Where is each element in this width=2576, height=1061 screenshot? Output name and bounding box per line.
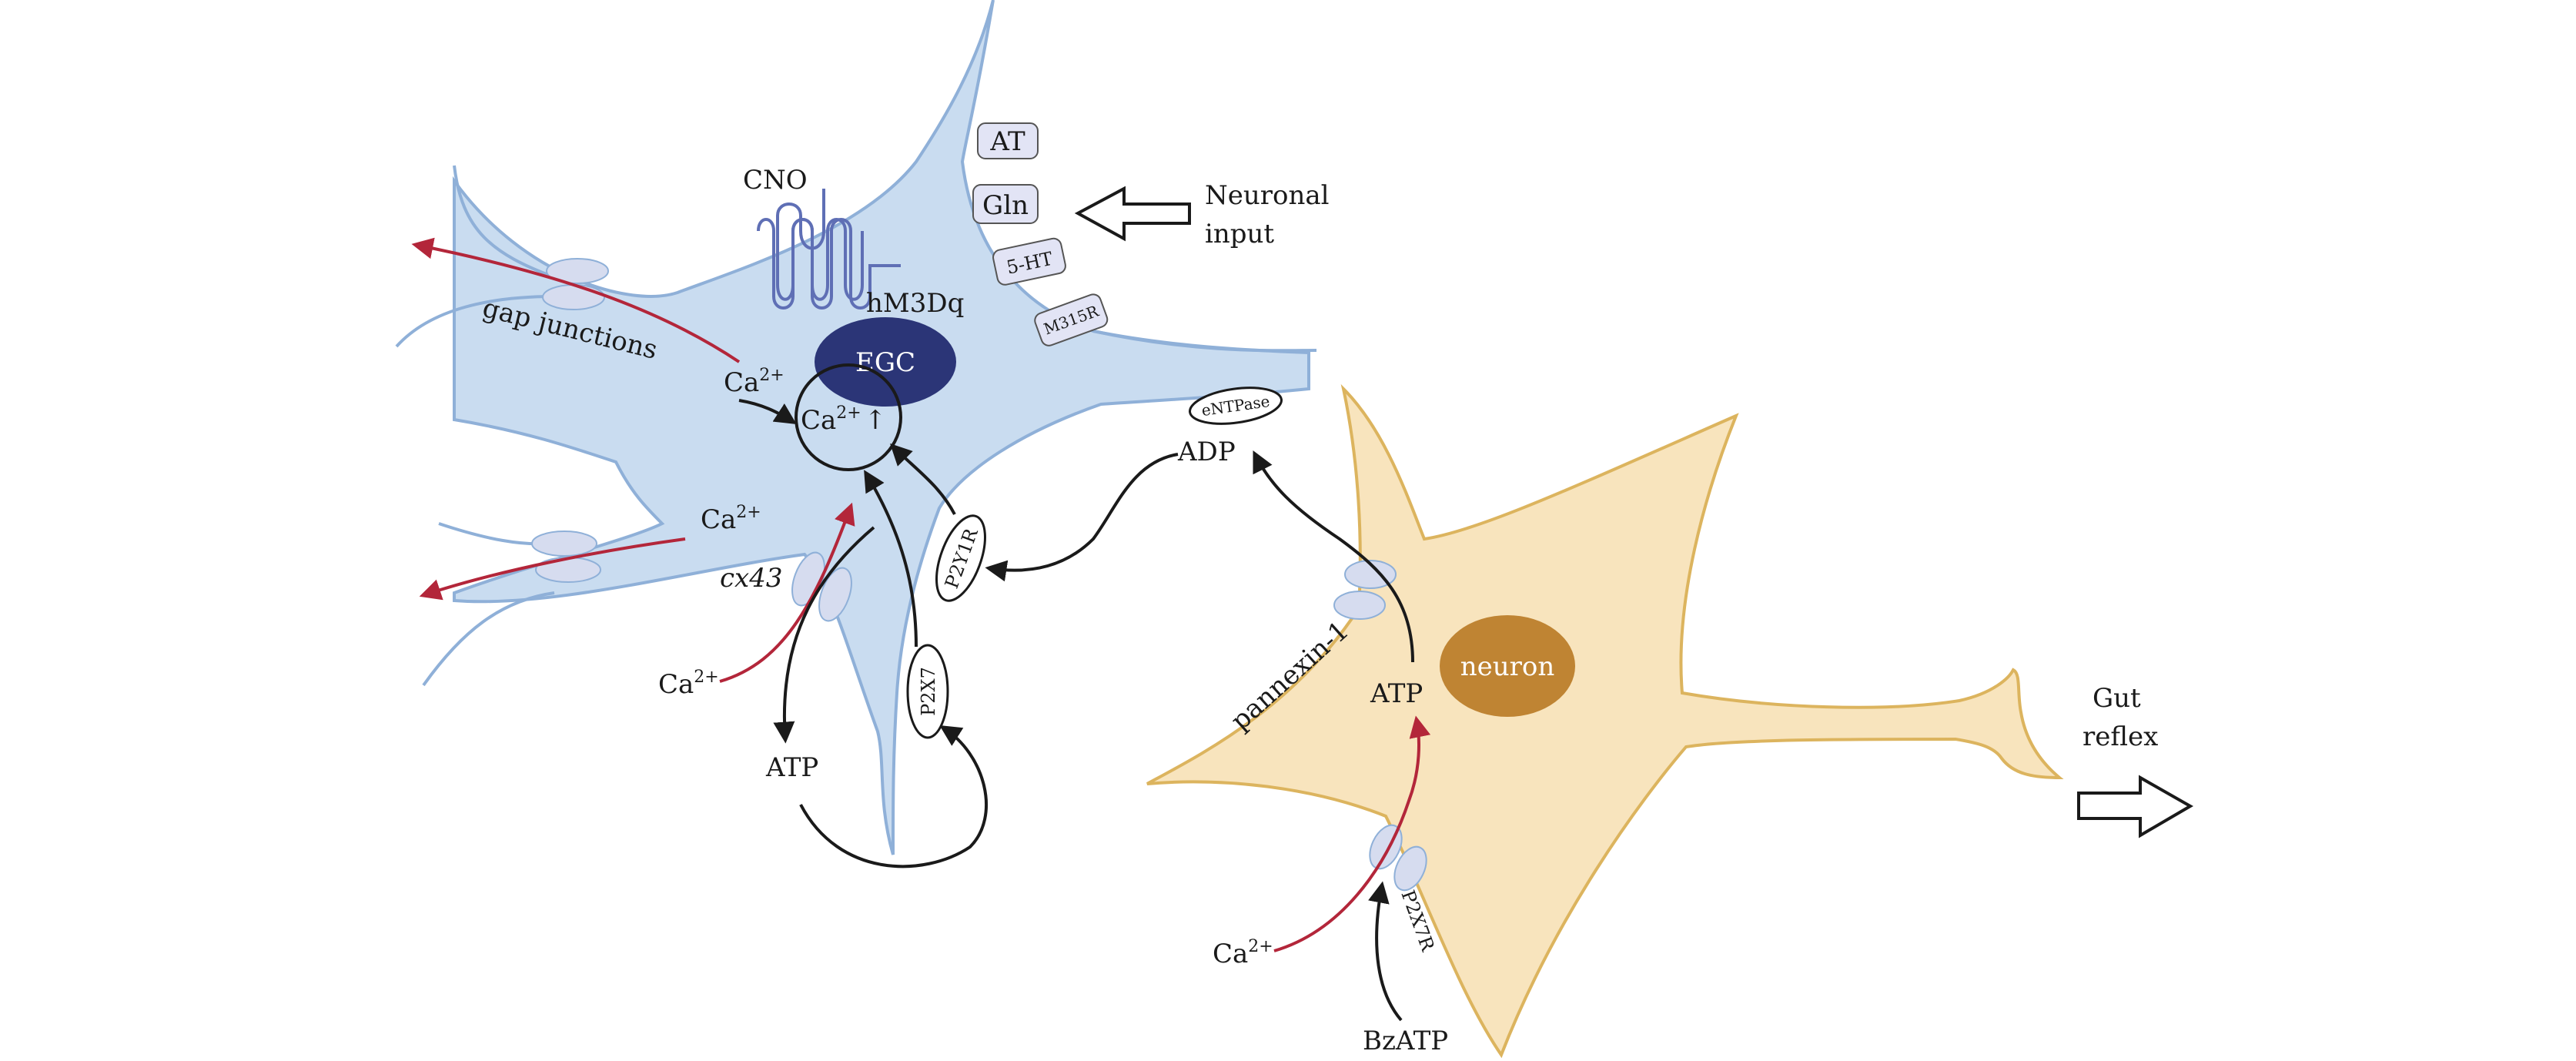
egc-label: EGC (855, 347, 915, 378)
ca-lower-influx-arrow (719, 502, 855, 683)
atp-neuron-label: ATP (1370, 678, 1423, 709)
cno-label: CNO (743, 165, 808, 196)
gap-junction-upper-b (542, 284, 605, 310)
egc-process-right-edge (1092, 330, 1317, 353)
p2x7-signal-arrow (864, 470, 918, 648)
bzatp-arrow (1368, 881, 1403, 1022)
svg-text:AT: AT (989, 126, 1025, 157)
neuronal-input-label-2: input (1205, 219, 1274, 249)
ca-neuron-influx-arrow (1273, 715, 1431, 952)
internal-calcium-label: Ca2+↑ (801, 403, 886, 436)
serotonin-receptor: 5-HT (992, 237, 1066, 286)
entpase-enzyme: eNTPase (1189, 387, 1283, 425)
atp-egc-label: ATP (765, 752, 818, 783)
atp-release-arrow (773, 526, 875, 744)
gap-junction-upper-a (546, 258, 609, 284)
egc-process-upper-left-edge-lower (395, 295, 555, 348)
egc-process-lower-left-edge-lower (422, 591, 555, 687)
pannexin-channel-b (1333, 591, 1386, 620)
svg-text:Gln: Gln (982, 190, 1029, 221)
calcium-gap-arrow-upper (411, 237, 741, 363)
hm3dq-label: hM3Dq (866, 288, 964, 319)
calcium-gap-arrow-lower (419, 537, 686, 601)
ca-lower-label: Ca2+ (658, 668, 719, 700)
egc-process-upper-left-edge (453, 165, 555, 279)
ca-top-arrow (738, 399, 797, 425)
neuronal-input-label-1: Neuronal (1205, 180, 1330, 211)
bzatp-label: BzATP (1363, 1026, 1448, 1056)
ca-neuron-label: Ca2+ (1213, 937, 1273, 969)
gut-reflex-arrow (2077, 775, 2194, 838)
neuron-label: neuron (1460, 651, 1555, 682)
p2y1r-signal-arrow (890, 443, 956, 515)
neuronal-input-arrow (1074, 186, 1191, 242)
hm3dq-receptor-loops (757, 218, 901, 310)
gap-junction-lower-b (535, 557, 601, 583)
svg-text:P2X7: P2X7 (918, 667, 939, 716)
adp-to-p2y1r-arrow (985, 453, 1179, 582)
egc-nucleus (815, 317, 956, 407)
gln-receptor: Gln (972, 184, 1039, 224)
gap-junction-lower-a (531, 530, 597, 557)
gut-reflex-label-1: Gut (2093, 683, 2141, 714)
atp-to-adp-arrow (1253, 450, 1414, 663)
ca-top-label: Ca2+ (724, 366, 785, 398)
ca-mid-label: Ca2+ (701, 503, 761, 535)
at-receptor: AT (977, 122, 1039, 159)
atp-to-p2x7-arrow (799, 725, 988, 869)
neuron-nucleus (1440, 615, 1575, 717)
adp-label: ADP (1177, 437, 1236, 467)
p2x7r-channel-b (1393, 845, 1427, 892)
gut-reflex-label-2: reflex (2083, 721, 2158, 752)
p2x7-receptor: P2X7 (906, 644, 949, 739)
pannexin-channel-a (1344, 560, 1397, 589)
internal-calcium-ring (795, 363, 902, 471)
cx43-channel-b (818, 567, 852, 622)
p2y1r-receptor: P2Y1R (935, 514, 986, 602)
cx43-label: cx43 (720, 563, 782, 594)
neuron-cell-body (1146, 383, 2064, 1059)
